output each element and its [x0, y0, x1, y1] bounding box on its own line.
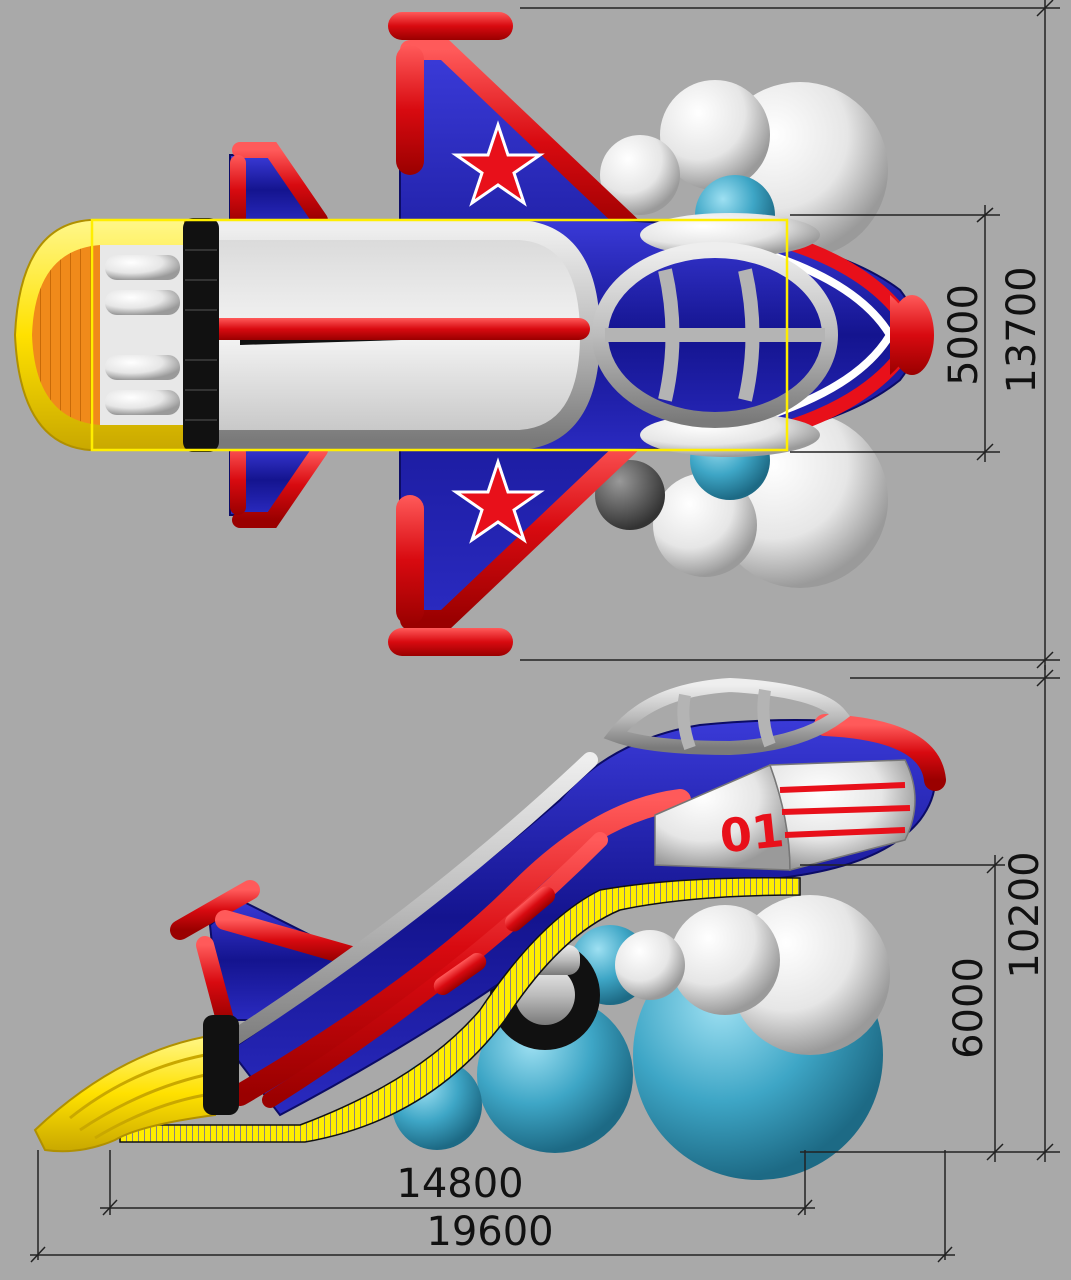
dimension-label-6000: 6000 — [946, 957, 992, 1059]
selection-outline — [90, 218, 789, 452]
side-view: 01 — [30, 665, 1060, 1263]
side-slide-surface — [207, 752, 608, 1108]
side-landing-pad — [33, 1015, 239, 1153]
star-icon — [451, 457, 545, 544]
side-cloud-balloons — [392, 895, 890, 1180]
top-tail-fins — [229, 142, 328, 528]
dimension-label-13700: 13700 — [999, 266, 1045, 393]
side-slide-track — [119, 877, 801, 1143]
top-slide-bed — [150, 220, 601, 450]
dimension-label-5000: 5000 — [941, 284, 987, 386]
star-icon — [451, 120, 545, 207]
top-cockpit-cage — [592, 242, 838, 428]
dimension-label-19600: 19600 — [426, 1209, 553, 1255]
top-landing-pad — [13, 218, 219, 452]
top-view: 5000 13700 — [13, 0, 1060, 670]
side-dimension-lines — [30, 665, 1060, 1263]
dimension-label-14800: 14800 — [396, 1161, 523, 1207]
side-cockpit-cage — [603, 677, 850, 756]
top-dimension-lines — [520, 0, 1060, 670]
plane-number-label: 01 — [717, 803, 786, 863]
dimension-label-10200: 10200 — [1002, 851, 1048, 978]
